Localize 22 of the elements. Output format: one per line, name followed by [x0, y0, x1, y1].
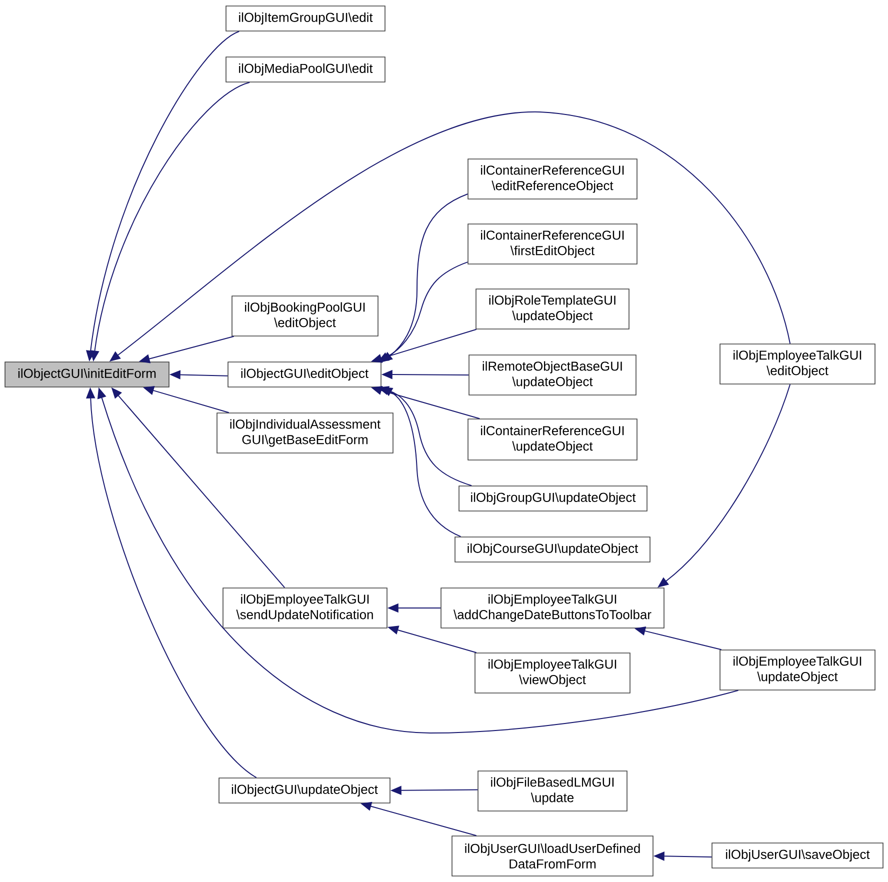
function-box: ilContainerReferenceGUI \firstEditObject	[468, 224, 638, 264]
function-box: ilObjEmployeeTalkGUI \viewObject	[474, 652, 630, 694]
function-box: ilRemoteObjectBaseGUI \updateObject	[468, 354, 636, 396]
function-box: ilObjGroupGUI\updateObject	[458, 486, 648, 512]
function-box: ilContainerReferenceGUI \editReferenceObject	[468, 158, 638, 200]
function-box: ilObjFileBasedLMGUI \update	[478, 770, 628, 812]
function-box: ilObjectGUI\updateObject	[218, 778, 390, 804]
function-box: ilObjIndividualAssessment GUI\getBaseEditForm	[216, 412, 394, 454]
function-box: ilObjEmployeeTalkGUI \sendUpdateNotification	[222, 588, 388, 628]
function-box: ilObjBookingPoolGUI \editObject	[232, 296, 378, 336]
function-box: ilObjCourseGUI\updateObject	[454, 536, 650, 562]
function-box: ilObjRoleTemplateGUI \updateObject	[476, 288, 630, 330]
function-box: ilObjectGUI\editObject	[228, 362, 382, 388]
function-box: ilObjUserGUI\saveObject	[712, 842, 884, 868]
function-box: ilContainerReferenceGUI \updateObject	[468, 418, 638, 460]
function-box: ilObjEmployeeTalkGUI \editObject	[720, 344, 876, 384]
function-box: ilObjItemGroupGUI\edit	[226, 6, 386, 32]
function-box: ilObjectGUI\initEditForm	[4, 362, 170, 388]
function-box: ilObjUserGUI\loadUserDefined DataFromForm	[452, 836, 654, 876]
function-box: ilObjMediaPoolGUI\edit	[226, 56, 386, 82]
function-box: ilObjEmployeeTalkGUI \addChangeDateButtonsToToolbar	[440, 588, 664, 628]
function-box: ilObjEmployeeTalkGUI \updateObject	[720, 650, 876, 690]
